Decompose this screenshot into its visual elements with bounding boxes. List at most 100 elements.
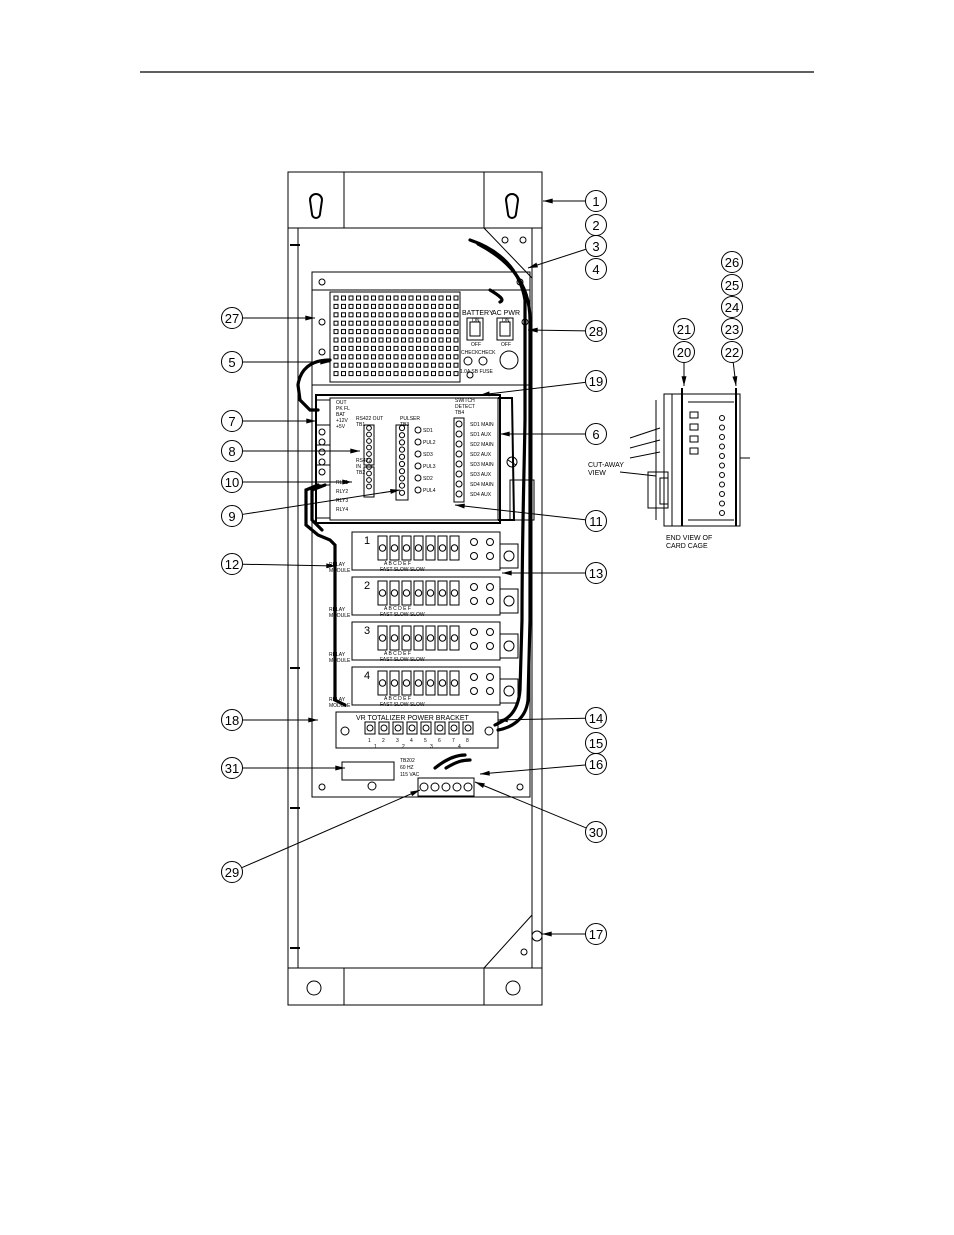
rs422-terminal[interactable] xyxy=(366,457,372,464)
totalizer-terminal[interactable] xyxy=(364,721,376,735)
rs422-terminal[interactable] xyxy=(366,438,372,444)
status-led xyxy=(318,468,326,476)
relay-terminal[interactable] xyxy=(437,625,448,651)
relay-terminal[interactable] xyxy=(425,670,436,696)
vent-hole xyxy=(371,320,376,326)
switch-detect-terminal[interactable] xyxy=(455,470,463,478)
relay-terminal[interactable] xyxy=(437,535,448,561)
totalizer-terminal[interactable] xyxy=(392,721,404,735)
relay-terminal[interactable] xyxy=(377,535,388,561)
rs422-terminal[interactable] xyxy=(366,451,372,457)
relay-terminal[interactable] xyxy=(401,670,412,696)
rs422-terminal[interactable] xyxy=(366,483,372,490)
callout-number: 31 xyxy=(225,761,239,776)
relay-terminal[interactable] xyxy=(377,580,388,606)
relay-terminal[interactable] xyxy=(437,670,448,696)
callout-6: 6 xyxy=(500,423,607,445)
pulser-terminal[interactable] xyxy=(398,468,406,475)
switch-detect-terminal[interactable] xyxy=(455,440,463,448)
relay-terminal[interactable] xyxy=(401,625,412,651)
callout-24: 24 xyxy=(721,296,743,318)
pulser-terminal[interactable] xyxy=(398,489,406,496)
module-thumbscrew[interactable] xyxy=(503,685,515,697)
switch-detect-terminal[interactable] xyxy=(455,430,463,438)
pulser-terminal[interactable] xyxy=(398,482,406,489)
backplate-screw-3 xyxy=(318,783,326,791)
pulser-terminal[interactable] xyxy=(398,460,406,468)
relay-terminal[interactable] xyxy=(377,625,388,651)
module-thumbscrew[interactable] xyxy=(503,595,515,607)
totalizer-terminal[interactable] xyxy=(462,721,474,735)
module-thumbscrew[interactable] xyxy=(503,640,515,652)
pulser-terminal[interactable] xyxy=(398,432,406,439)
relay-terminal[interactable] xyxy=(389,535,400,561)
pulser-terminal[interactable] xyxy=(398,475,406,482)
vent-hole xyxy=(408,329,414,335)
vent-hole xyxy=(363,320,369,326)
relay-terminal[interactable] xyxy=(437,580,448,606)
relay-terminal[interactable] xyxy=(389,580,400,606)
fuse-holder-2[interactable] xyxy=(478,356,488,366)
switch-detect-terminal[interactable] xyxy=(455,450,463,458)
leader-arrowhead xyxy=(480,770,490,776)
relay-terminal[interactable] xyxy=(425,535,436,561)
pulser-terminal[interactable] xyxy=(398,439,406,446)
rs422-terminal[interactable] xyxy=(366,444,372,451)
relay-module-number: 3 xyxy=(364,625,370,637)
relay-terminal[interactable] xyxy=(413,580,424,606)
relay-terminal[interactable] xyxy=(401,580,412,606)
relay-terminal[interactable] xyxy=(377,670,388,696)
callout-8: 8 xyxy=(221,440,360,462)
rs422-terminal[interactable] xyxy=(366,431,372,438)
relay-terminal[interactable] xyxy=(425,625,436,651)
vent-hole xyxy=(438,362,444,368)
leader-arrowhead xyxy=(500,431,510,437)
relay-terminal[interactable] xyxy=(425,580,436,606)
totalizer-terminal[interactable] xyxy=(434,721,446,735)
totalizer-terminal[interactable] xyxy=(406,721,418,735)
leader-line xyxy=(497,717,586,721)
relay-terminal[interactable] xyxy=(413,670,424,696)
vent-hole xyxy=(438,312,444,318)
relay-terminal[interactable] xyxy=(449,625,460,651)
relay-terminal[interactable] xyxy=(413,625,424,651)
vent-hole xyxy=(333,312,339,318)
large-fuse-holder[interactable] xyxy=(499,350,519,370)
relay-terminal[interactable] xyxy=(389,670,400,696)
callout-number: 14 xyxy=(589,711,603,726)
relay-terminal[interactable] xyxy=(389,625,400,651)
switch-detect-terminal[interactable] xyxy=(455,420,463,428)
callout-7: 7 xyxy=(221,410,316,432)
relay-terminal[interactable] xyxy=(401,535,412,561)
switch-detect-terminal[interactable] xyxy=(455,480,463,488)
pulser-terminal[interactable] xyxy=(398,424,406,432)
vent-hole xyxy=(446,312,451,318)
callout-23: 23 xyxy=(721,318,743,340)
rs422-terminal[interactable] xyxy=(366,477,372,483)
relay-terminal[interactable] xyxy=(449,580,460,606)
switch-detect-terminal[interactable] xyxy=(455,460,463,468)
totalizer-terminal[interactable] xyxy=(378,721,390,735)
rs422-terminal[interactable] xyxy=(366,464,372,470)
vent-hole xyxy=(401,345,406,351)
fuse-holder-1[interactable] xyxy=(463,356,473,366)
rs422-terminal[interactable] xyxy=(366,470,372,477)
totalizer-terminal[interactable] xyxy=(420,721,432,735)
vent-hole xyxy=(393,295,399,301)
vent-hole xyxy=(378,345,384,351)
module-thumbscrew[interactable] xyxy=(503,550,515,562)
switch-detect-terminal[interactable] xyxy=(455,490,463,498)
callout-number: 16 xyxy=(589,757,603,772)
battery-switch[interactable] xyxy=(466,317,484,341)
rs422-terminal[interactable] xyxy=(366,425,372,431)
relay-terminal[interactable] xyxy=(449,670,460,696)
totalizer-terminal[interactable] xyxy=(448,721,460,735)
relay-terminal[interactable] xyxy=(413,535,424,561)
relay-terminal[interactable] xyxy=(449,535,460,561)
pulser-terminal[interactable] xyxy=(398,446,406,453)
leader-line xyxy=(242,563,337,567)
ac-power-switch[interactable] xyxy=(496,317,514,341)
vent-hole xyxy=(393,320,399,326)
pulser-terminal[interactable] xyxy=(398,453,406,460)
